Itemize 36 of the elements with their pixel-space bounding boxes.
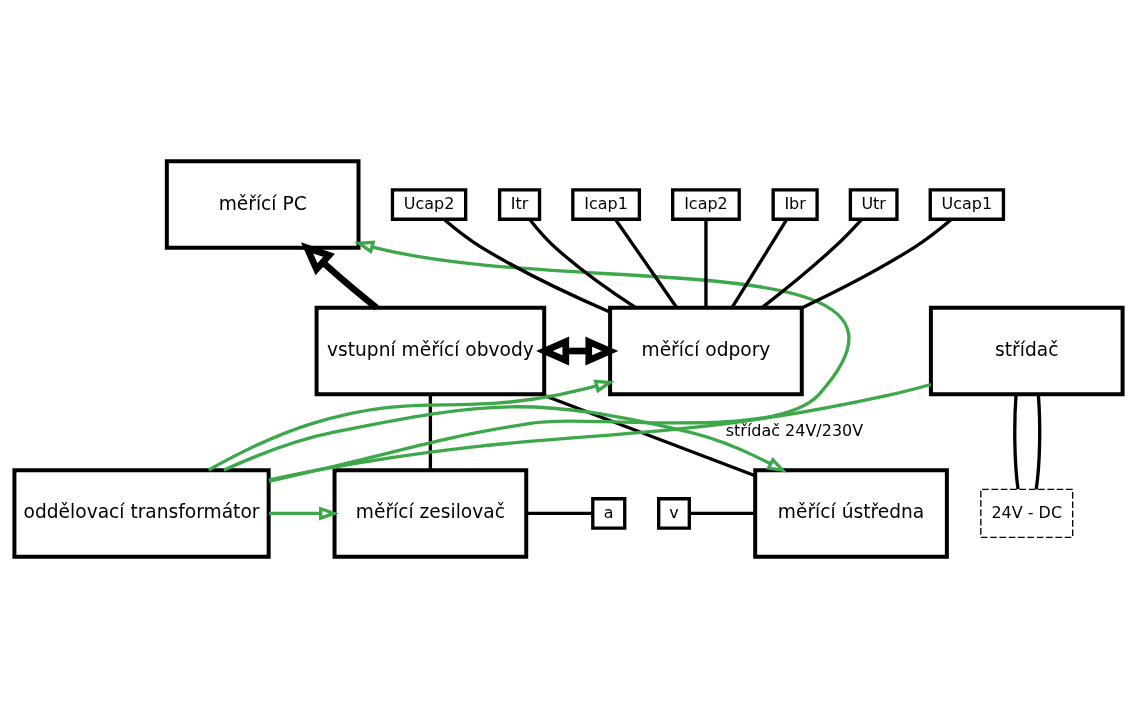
node-box: 24V - DC	[980, 488, 1074, 538]
arrow	[269, 505, 339, 520]
node-box: a	[591, 496, 627, 530]
node-box: Ibr	[771, 187, 819, 221]
connector	[1034, 393, 1042, 489]
node-box: Ucap2	[390, 187, 468, 221]
node-box: měřící zesilovač	[332, 467, 529, 559]
connector	[761, 217, 863, 309]
connector	[526, 511, 593, 515]
node-box: Icap1	[571, 187, 642, 221]
arrow	[223, 404, 787, 472]
node-box: měřící PC	[164, 158, 361, 250]
connector	[704, 219, 708, 307]
node-box: Itr	[497, 187, 542, 221]
connector	[614, 218, 678, 308]
node-box: střídač	[928, 305, 1125, 396]
node-box: oddělovací transformátor	[12, 467, 271, 559]
connector	[528, 218, 637, 309]
node-box: Icap2	[671, 187, 741, 221]
connector	[540, 392, 756, 477]
node-box: Utr	[848, 187, 899, 221]
node-box: měřící ústředna	[753, 467, 949, 559]
connector	[268, 382, 932, 482]
node-box: Ucap1	[928, 187, 1006, 221]
arrow	[300, 241, 379, 310]
node-box: v	[657, 496, 691, 530]
connector	[689, 511, 756, 515]
node-box: měřící odpory	[608, 305, 804, 396]
node-box: vstupní měřící obvody	[314, 305, 547, 396]
connector	[1013, 393, 1020, 489]
arrow	[268, 240, 850, 483]
edge-label: střídač 24V/230V	[725, 420, 864, 440]
arrow	[207, 379, 615, 471]
connector	[428, 393, 433, 470]
arrow	[536, 336, 619, 365]
connector	[730, 218, 788, 308]
